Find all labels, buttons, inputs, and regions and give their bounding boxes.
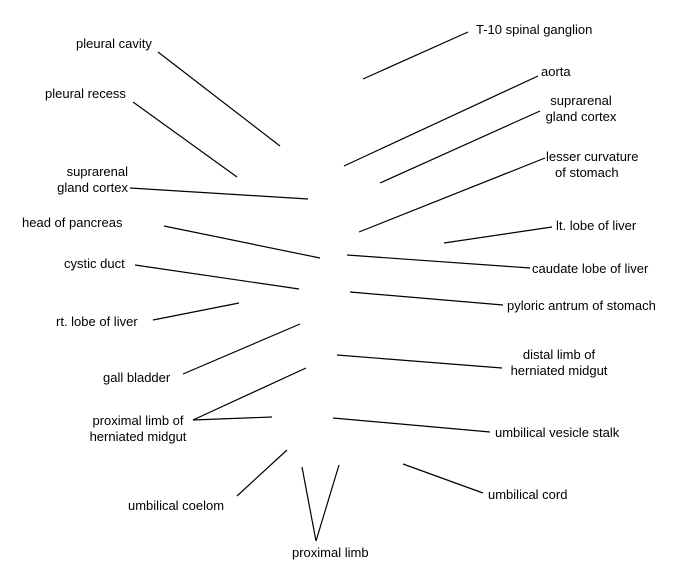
leader-proximal-limb-right (315, 464, 340, 542)
label-pleural-recess: pleural recess (45, 86, 126, 101)
leader-umbilical-coelom (236, 449, 288, 497)
label-proximal-herniated-line2: herniated midgut (89, 429, 187, 444)
leader-pleural-cavity (157, 51, 281, 147)
label-lesser-curvature: lesser curvature of stomach (546, 149, 638, 181)
label-distal-limb-line2: herniated midgut (510, 363, 608, 378)
leader-lt-lobe-liver (443, 226, 553, 244)
label-suprarenal-left: suprarenal gland cortex (36, 164, 128, 196)
leader-t10-spinal-ganglion (362, 31, 469, 80)
label-pyloric-antrum: pyloric antrum of stomach (507, 298, 656, 313)
label-pleural-cavity: pleural cavity (76, 36, 152, 51)
label-aorta: aorta (541, 64, 571, 79)
leader-proximal-limb-left (301, 466, 317, 542)
label-suprarenal-right-line1: suprarenal (550, 93, 612, 108)
label-umbilical-vesicle-stalk: umbilical vesicle stalk (495, 425, 620, 440)
label-umbilical-cord: umbilical cord (488, 487, 568, 502)
leader-lesser-curvature (358, 157, 546, 233)
label-suprarenal-right: suprarenal gland cortex (530, 93, 632, 125)
label-rt-lobe-liver: rt. lobe of liver (56, 314, 138, 329)
label-lesser-curvature-line1: lesser curvature (546, 149, 639, 164)
label-distal-limb: distal limb of herniated midgut (500, 347, 618, 379)
label-distal-limb-line1: distal limb of (522, 347, 596, 362)
label-lt-lobe-liver: lt. lobe of liver (556, 218, 637, 233)
label-t10-spinal-ganglion: T-10 spinal ganglion (476, 22, 593, 37)
label-proximal-herniated-line1: proximal limb of (92, 413, 184, 428)
label-caudate-lobe: caudate lobe of liver (532, 261, 649, 276)
leader-proximal-herniated-upper (192, 367, 307, 421)
leader-pyloric-antrum (349, 291, 504, 306)
label-lesser-curvature-line2: of stomach (555, 165, 619, 180)
leader-gall-bladder (182, 323, 301, 375)
leader-umbilical-cord (402, 463, 484, 494)
leader-rt-lobe-liver (152, 302, 240, 321)
leader-caudate-lobe (346, 254, 531, 269)
leader-head-of-pancreas (163, 225, 321, 259)
label-cystic-duct: cystic duct (64, 256, 125, 271)
label-suprarenal-left-line2: gland cortex (57, 180, 128, 195)
leader-proximal-herniated-lower (192, 416, 273, 421)
leader-aorta (343, 75, 539, 167)
label-umbilical-coelom: umbilical coelom (128, 498, 225, 513)
label-suprarenal-left-line1: suprarenal (66, 164, 128, 179)
label-proximal-limb: proximal limb (292, 545, 369, 560)
leader-pleural-recess (132, 101, 238, 178)
leader-umbilical-vesicle-stalk (332, 417, 491, 433)
leader-suprarenal-right (379, 110, 541, 184)
label-head-of-pancreas: head of pancreas (22, 215, 123, 230)
label-suprarenal-right-line2: gland cortex (545, 109, 617, 124)
label-gall-bladder: gall bladder (103, 370, 171, 385)
leader-cystic-duct (134, 264, 300, 290)
label-proximal-herniated: proximal limb of herniated midgut (78, 413, 198, 445)
leader-suprarenal-left (129, 187, 309, 200)
leader-distal-limb (336, 354, 503, 369)
